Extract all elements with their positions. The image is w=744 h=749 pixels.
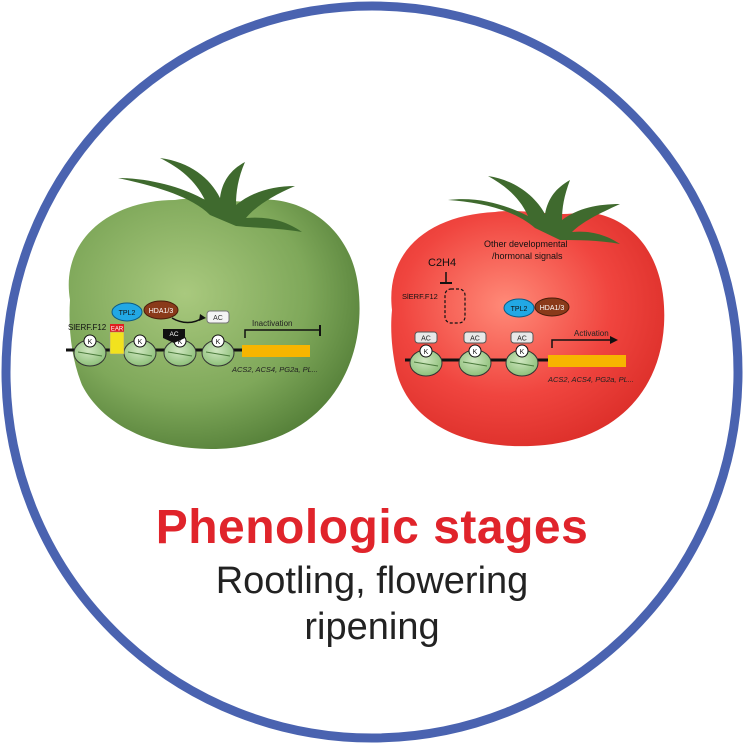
heading-title: Phenologic stages [155, 501, 589, 554]
green-ear-label: EAR [111, 327, 124, 333]
green-gene-state: Inactivation [252, 319, 292, 328]
green-tpl2-bubble [111, 302, 143, 322]
red-ac-box-1: AC [414, 331, 438, 344]
red-signals-line1: Other developmental [484, 239, 568, 249]
red-tomato-body [391, 211, 665, 447]
green-ac-removed-box [206, 310, 230, 324]
red-ac-box-3: AC [510, 331, 534, 344]
red-factor-label: SlERF.F12 [402, 292, 438, 301]
red-tpl2-label: TPL2 [511, 306, 528, 313]
green-gene-bar [242, 345, 310, 357]
red-hda-bubble [534, 297, 570, 317]
green-hda-bubble [143, 300, 179, 320]
svg-text:K: K [473, 349, 478, 356]
green-arrowhead-icon [199, 314, 206, 321]
green-tomato: Inactivation ACS2, ACS4, PG2a, PL... K K [66, 158, 360, 450]
svg-text:AC: AC [470, 336, 480, 343]
red-factor-dashed [444, 288, 466, 324]
svg-text:AC: AC [517, 336, 527, 343]
green-k-mark-4: K [211, 334, 225, 348]
red-activation-arrow [551, 339, 612, 348]
svg-text:K: K [178, 339, 183, 346]
svg-text:K: K [424, 349, 429, 356]
red-k-mark-2: K [468, 344, 482, 358]
svg-text:K: K [216, 339, 221, 346]
green-ear-box [110, 324, 124, 332]
green-k-mark-2: K [133, 334, 147, 348]
red-nucleosome-3 [505, 349, 539, 377]
green-tomato-body [68, 198, 360, 450]
red-gene-list: ACS2, ACS4, PG2a, PL... [547, 375, 634, 384]
green-ac-tag [163, 329, 185, 343]
red-ac-box-2: AC [463, 331, 487, 344]
red-ethylene-label: C2H4 [428, 257, 456, 269]
heading-line2: ripening [304, 606, 440, 648]
green-calyx-icon [118, 158, 302, 232]
red-signals-line2: /hormonal signals [492, 251, 563, 261]
red-calyx-icon [448, 176, 620, 244]
red-gene-bar [548, 355, 626, 367]
svg-text:AC: AC [421, 336, 431, 343]
green-factor-label: SlERF.F12 [68, 323, 107, 332]
green-tpl2-label: TPL2 [119, 310, 136, 317]
heading-line1: Rootling, flowering [215, 560, 529, 602]
green-hda-label: HDA1/3 [149, 308, 174, 315]
red-gene-state: Activation [574, 329, 609, 338]
svg-text:K: K [138, 339, 143, 346]
green-inactivation-arrow [244, 329, 320, 338]
red-k-mark-1: K [419, 344, 433, 358]
svg-text:K: K [88, 339, 93, 346]
red-tomato: C2H4 Other developmental /hormonal signa… [391, 176, 665, 447]
svg-text:K: K [520, 349, 525, 356]
green-k-mark-1: K [83, 334, 97, 348]
red-k-mark-3: K [515, 344, 529, 358]
green-gene-list: ACS2, ACS4, PG2a, PL... [231, 365, 318, 374]
green-ac-label: AC [169, 331, 178, 338]
red-arrowhead-icon [610, 336, 618, 344]
green-factor-block [109, 331, 125, 355]
green-nucleosome-3 [163, 339, 197, 367]
red-hda-label: HDA1/3 [540, 305, 565, 312]
green-ac-removed-label: AC [213, 315, 223, 322]
red-tpl2-bubble [503, 298, 535, 318]
